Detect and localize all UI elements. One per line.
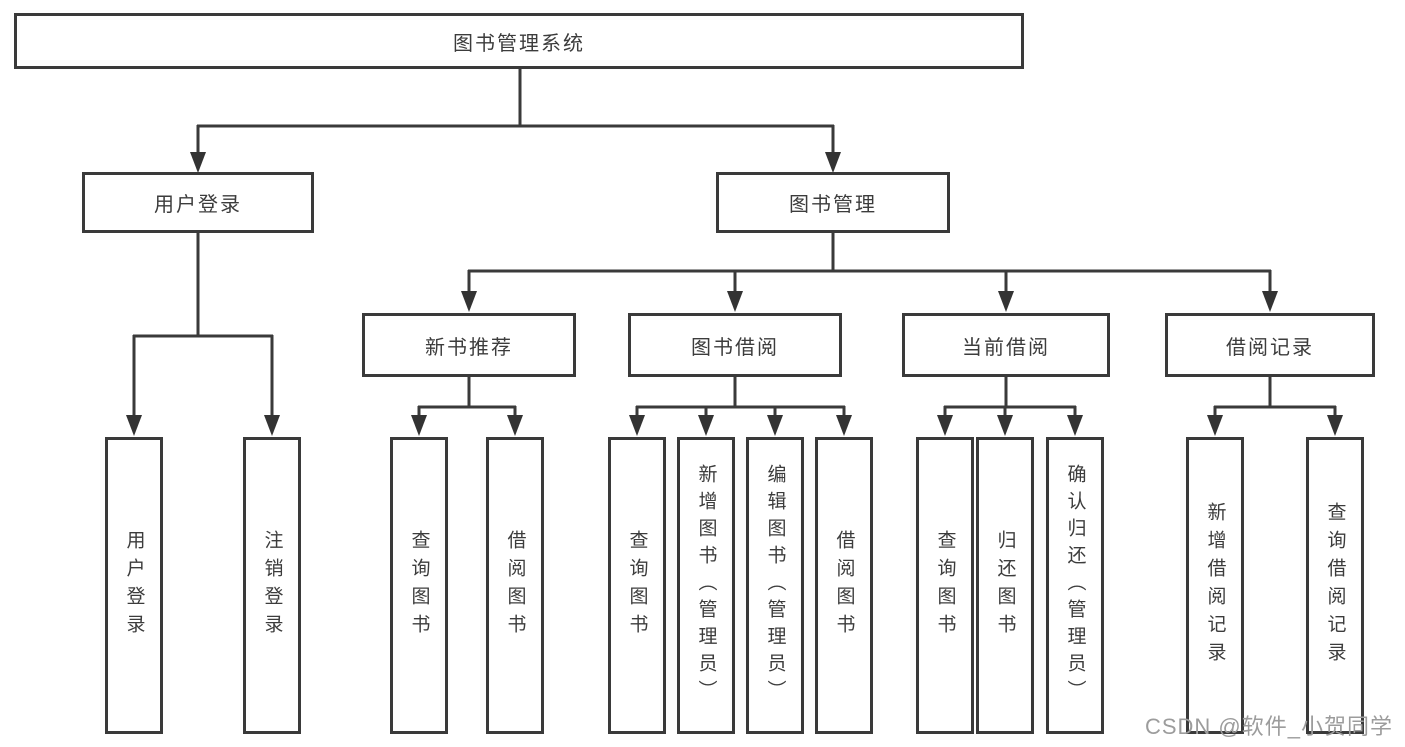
watermark-text: CSDN @软件_小贺同学 <box>1144 714 1393 739</box>
node-new-book-recommend: 新书推荐 <box>362 313 576 377</box>
connector-root-to-level2 <box>196 68 835 158</box>
leaf-add-book-admin: 新增图书（管理员） <box>677 437 735 734</box>
node-book-borrowing: 图书借阅 <box>628 313 842 377</box>
node-user-login: 用户登录 <box>82 172 314 233</box>
leaf-logout: 注销登录 <box>243 437 301 734</box>
leaf-user-login: 用户登录 <box>105 437 163 734</box>
connector-current-to-leaves <box>943 377 1077 420</box>
leaf-return-books: 归还图书 <box>976 437 1034 734</box>
node-borrowing-records: 借阅记录 <box>1165 313 1375 377</box>
connector-recommend-to-leaves <box>417 377 517 420</box>
leaf-borrow-books-borrowing: 借阅图书 <box>815 437 873 734</box>
leaf-query-books-borrowing: 查询图书 <box>608 437 666 734</box>
leaf-query-books-current: 查询图书 <box>916 437 974 734</box>
connector-mgmt-to-level3 <box>467 233 1272 296</box>
leaf-query-borrow-record: 查询借阅记录 <box>1306 437 1364 734</box>
connector-login-to-leaves <box>132 233 274 420</box>
leaf-add-borrow-record: 新增借阅记录 <box>1186 437 1244 734</box>
connector-records-to-leaves <box>1213 377 1337 420</box>
leaf-edit-book-admin: 编辑图书（管理员） <box>746 437 804 734</box>
node-library-system: 图书管理系统 <box>14 13 1024 69</box>
leaf-query-books-recommend: 查询图书 <box>390 437 448 734</box>
connector-borrowing-to-leaves <box>635 377 846 420</box>
node-current-borrowing: 当前借阅 <box>902 313 1110 377</box>
leaf-confirm-return-admin: 确认归还（管理员） <box>1046 437 1104 734</box>
node-book-management: 图书管理 <box>716 172 950 233</box>
leaf-borrow-books-recommend: 借阅图书 <box>486 437 544 734</box>
